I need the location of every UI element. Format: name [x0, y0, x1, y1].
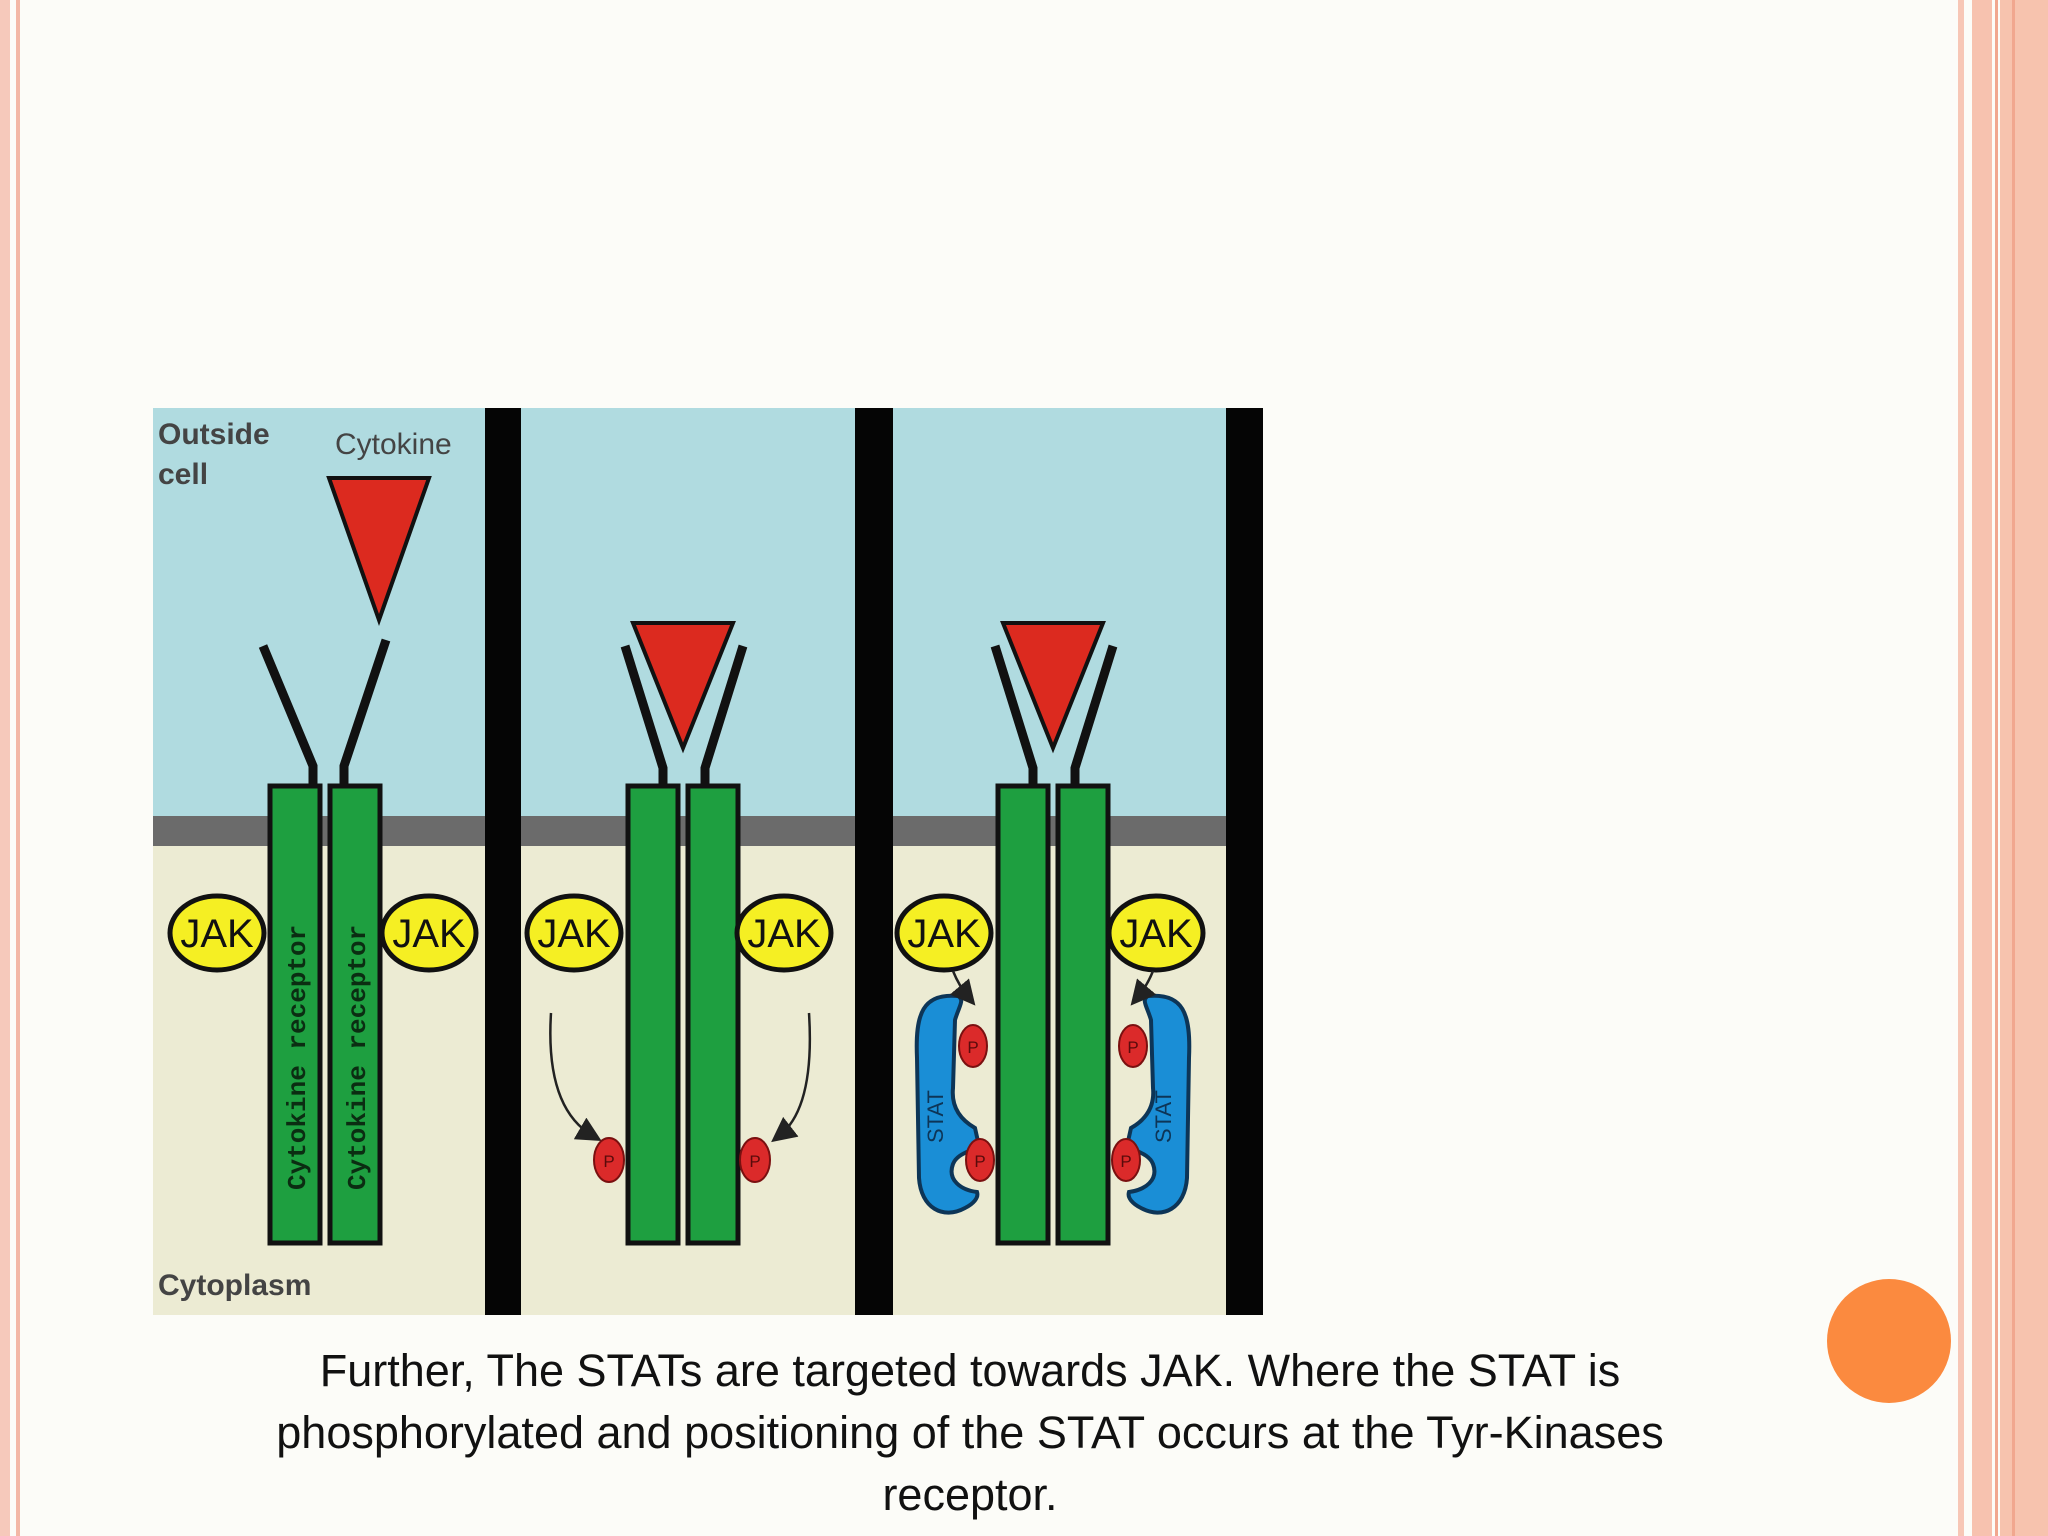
- phosphorylation-arrow: [1130, 970, 1157, 1006]
- panel-divider: [485, 408, 521, 1315]
- phosphate-label: P: [749, 1152, 760, 1171]
- stat-label: STAT: [1151, 1090, 1176, 1143]
- cytokine-receptor: [1055, 783, 1111, 1246]
- jak-label: JAK: [537, 912, 611, 956]
- cytokine-label: Cytokine: [335, 428, 452, 461]
- phosphate-group: [965, 1138, 995, 1182]
- jak-label: JAK: [392, 912, 466, 956]
- jak-kinase: [1106, 893, 1206, 973]
- outside-cell-label: cell: [158, 458, 208, 491]
- caption-line: receptor.: [882, 1469, 1058, 1520]
- jak-stat-diagram: Outside cell Cytokine Cytoplasm Cytokine…: [153, 408, 1263, 1315]
- phosphorylation-arrow: [949, 970, 976, 1006]
- jak-kinase: [524, 893, 624, 973]
- receptor-arm: [1070, 644, 1118, 786]
- panel-2: JAK JAK P P: [524, 621, 834, 1246]
- right-border-band: [1972, 0, 1992, 1536]
- right-border-line: [1995, 0, 1998, 1536]
- receptor-arm: [990, 644, 1038, 786]
- cytokine-receptor: [267, 783, 323, 1246]
- right-border-band: [1958, 0, 1964, 1536]
- jak-label: JAK: [907, 912, 981, 956]
- panel-3: STAT STAT JAK JAK P P P P: [894, 621, 1206, 1246]
- stat-protein: [914, 993, 982, 1215]
- phosphate-group: [593, 1137, 625, 1183]
- panel-divider: [855, 408, 893, 1315]
- stat-label: STAT: [923, 1090, 948, 1143]
- right-border-line: [2012, 0, 2015, 1536]
- slide-caption: Further, The STATs are targeted towards …: [150, 1340, 1790, 1526]
- caption-line: Further, The STATs are targeted towards …: [319, 1345, 1621, 1396]
- receptor-arm: [700, 644, 748, 786]
- phosphate-label: P: [1127, 1038, 1138, 1057]
- jak-kinase: [894, 893, 994, 973]
- phosphate-group: [958, 1024, 988, 1068]
- cytokine-receptor: [625, 783, 681, 1246]
- cytokine-receptor: [995, 783, 1051, 1246]
- jak-label: JAK: [1119, 912, 1193, 956]
- phosphorylation-arrow: [771, 1012, 812, 1143]
- cytokine-triangle: [630, 621, 736, 754]
- cytokine-triangle: [326, 476, 432, 627]
- phosphate-label: P: [974, 1152, 985, 1171]
- receptor-arm: [339, 638, 391, 786]
- jak-kinase: [379, 893, 479, 973]
- phosphorylation-arrow: [549, 1012, 602, 1142]
- left-border-band: [0, 0, 10, 1536]
- phosphate-label: P: [1120, 1152, 1131, 1171]
- phosphate-label: P: [967, 1038, 978, 1057]
- phosphate-group: [739, 1137, 771, 1183]
- receptor-label: Cytokine receptor: [283, 925, 313, 1190]
- jak-kinase: [167, 893, 267, 973]
- cytoplasm-label: Cytoplasm: [158, 1269, 311, 1302]
- outside-cell-label: Outside: [158, 418, 270, 451]
- caption-line: phosphorylated and positioning of the ST…: [276, 1407, 1664, 1458]
- slide-decoration-circle: [1827, 1279, 1951, 1403]
- jak-kinase: [734, 893, 834, 973]
- left-border-line: [16, 0, 20, 1536]
- right-border-band: [2000, 0, 2048, 1536]
- receptor-arm: [620, 644, 668, 786]
- jak-label: JAK: [747, 912, 821, 956]
- phosphate-label: P: [603, 1152, 614, 1171]
- stat-protein: [1124, 993, 1192, 1215]
- phosphate-group: [1111, 1138, 1141, 1182]
- cytokine-receptor: [327, 783, 383, 1246]
- phosphate-group: [1118, 1024, 1148, 1068]
- receptor-arm: [258, 644, 318, 786]
- panel-divider: [1226, 408, 1263, 1315]
- cytokine-triangle: [1000, 621, 1106, 754]
- jak-label: JAK: [180, 912, 254, 956]
- receptor-label: Cytokine receptor: [343, 925, 373, 1190]
- panel-1: Cytokine receptor Cytokine receptor JAK …: [167, 476, 479, 1246]
- cytokine-receptor: [685, 783, 741, 1246]
